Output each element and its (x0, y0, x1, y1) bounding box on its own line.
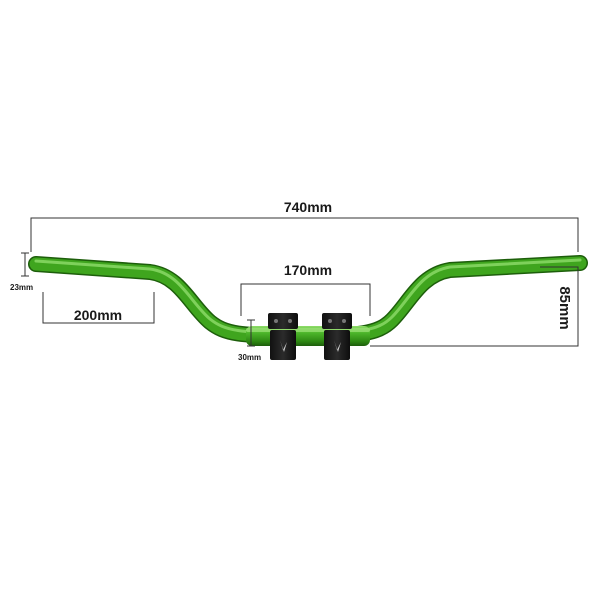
overall-width-label: 740mm (284, 199, 332, 215)
left-clamp (268, 313, 298, 360)
end-straight-label: 200mm (74, 307, 122, 323)
end-diameter-label: 23mm (10, 283, 33, 292)
rise-label: 85mm (556, 286, 573, 329)
clamp-spacing-label: 170mm (284, 262, 332, 278)
right-clamp (322, 313, 352, 360)
dimension-lines (21, 217, 579, 347)
center-diameter-label: 30mm (238, 353, 261, 362)
